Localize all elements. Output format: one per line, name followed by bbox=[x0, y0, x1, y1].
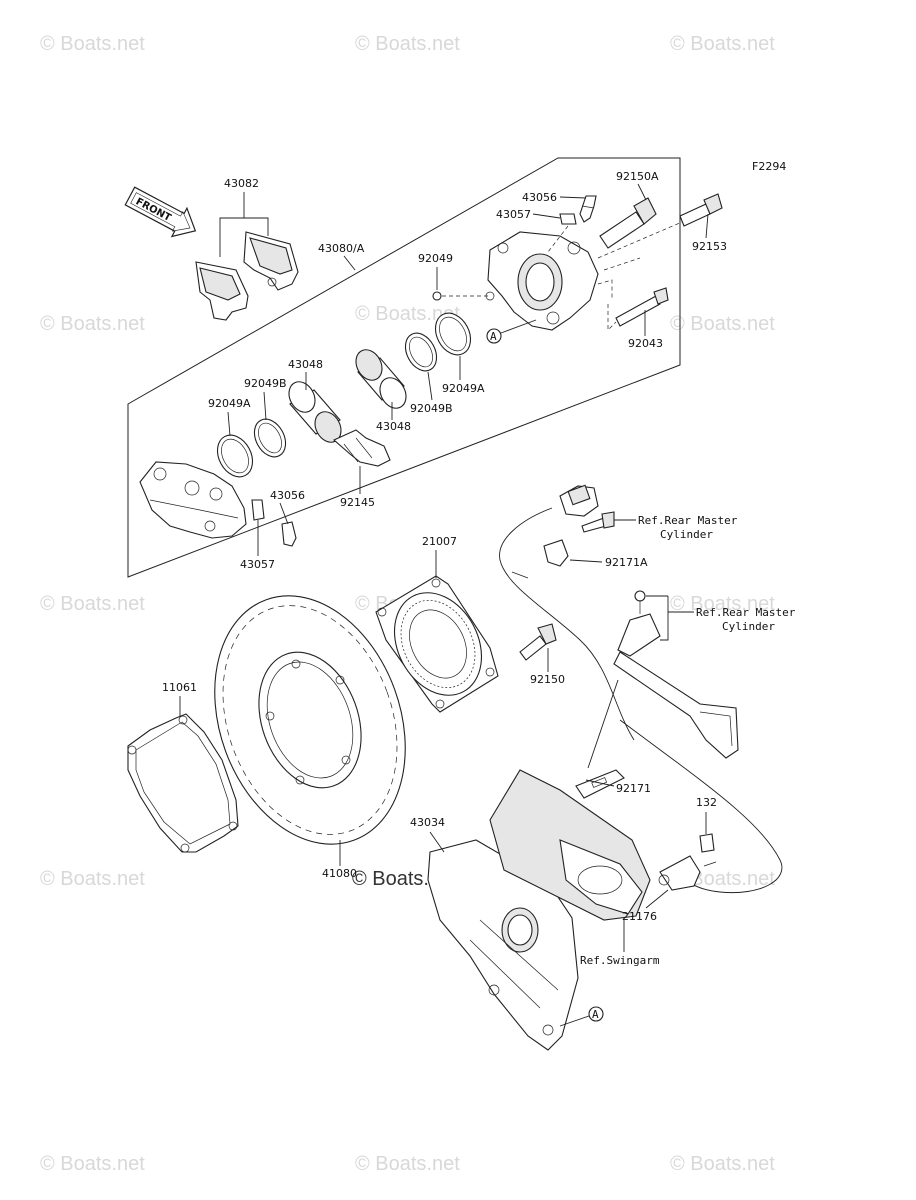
gasket-11061 bbox=[127, 713, 239, 853]
clamp-92171A bbox=[543, 539, 569, 567]
brake-pads bbox=[195, 231, 299, 321]
label-43056-top: 43056 bbox=[522, 191, 557, 204]
ref-rear-master-2a: Ref.Rear Master bbox=[696, 606, 796, 619]
bolt-132 bbox=[699, 833, 715, 853]
pad-spring-92145 bbox=[332, 429, 391, 467]
bolt-92150A bbox=[599, 197, 657, 249]
watermark: © Boats.net bbox=[40, 33, 145, 55]
label-92150: 92150 bbox=[530, 673, 565, 686]
seal-92049B-upper bbox=[404, 332, 438, 372]
label-92049B-lower: 92049B bbox=[244, 377, 287, 390]
pin-92043 bbox=[615, 287, 669, 327]
label-92049: 92049 bbox=[418, 252, 453, 265]
label-43057-bottom: 43057 bbox=[240, 558, 275, 571]
watermark: © Boats.net bbox=[355, 303, 460, 325]
label-92049B-upper: 92049B bbox=[410, 402, 453, 415]
piston-43048-lower bbox=[288, 381, 342, 443]
figure-code: F2294 bbox=[752, 160, 786, 173]
ref-rear-master-1b: Cylinder bbox=[660, 528, 713, 541]
caliper-assembly-outline bbox=[127, 157, 681, 578]
brake-pedal bbox=[613, 590, 739, 759]
bleeder-valve-bottom bbox=[251, 499, 297, 547]
ref-rear-master-1a: Ref.Rear Master bbox=[638, 514, 738, 527]
seal-92049B-lower bbox=[253, 418, 287, 458]
bleeder-valve-top bbox=[559, 195, 597, 225]
piston-43048-upper bbox=[355, 349, 407, 409]
ref-swingarm: Ref.Swingarm bbox=[580, 954, 660, 967]
ref-marker-bottom bbox=[588, 1006, 604, 1022]
caliper-bracket-43034 bbox=[427, 839, 579, 1051]
label-132: 132 bbox=[696, 796, 717, 809]
label-43082: 43082 bbox=[224, 177, 259, 190]
label-41080: 41080 bbox=[322, 867, 357, 880]
ref-marker-top bbox=[486, 328, 502, 344]
label-92043: 92043 bbox=[628, 337, 663, 350]
watermark: © Boats.net bbox=[40, 1153, 145, 1175]
swingarm bbox=[489, 769, 651, 921]
label-21007: 21007 bbox=[422, 535, 457, 548]
label-43034: 43034 bbox=[410, 816, 445, 829]
bolt-ref-master-1 bbox=[581, 511, 615, 533]
bolt-92153 bbox=[679, 193, 723, 227]
caliper-bracket bbox=[485, 231, 599, 331]
label-92150A: 92150A bbox=[616, 170, 659, 183]
label-92171: 92171 bbox=[616, 782, 651, 795]
watermark: © Boats.net bbox=[40, 868, 145, 890]
clamp-92171 bbox=[575, 769, 625, 799]
brake-disc-41080 bbox=[214, 595, 406, 845]
front-arrow-icon: FRONT bbox=[124, 186, 197, 238]
label-92049A-upper: 92049A bbox=[442, 382, 485, 395]
sensor-cable bbox=[499, 484, 783, 894]
speed-sensor-21176 bbox=[658, 855, 701, 891]
watermark: © Boats.net bbox=[40, 313, 145, 335]
label-43048-upper: 43048 bbox=[288, 358, 323, 371]
watermark: © Boats.net bbox=[355, 1153, 460, 1175]
label-21176: 21176 bbox=[622, 910, 657, 923]
watermark: © Boats.net bbox=[670, 1153, 775, 1175]
label-92153: 92153 bbox=[692, 240, 727, 253]
label-43048-lower: 43048 bbox=[376, 420, 411, 433]
ref-rear-master-2b: Cylinder bbox=[722, 620, 775, 633]
label-92171A: 92171A bbox=[605, 556, 648, 569]
watermark: © Boats.net bbox=[670, 313, 775, 335]
watermark: © Boats.net bbox=[355, 33, 460, 55]
watermark: © Boats.net bbox=[40, 593, 145, 615]
label-43080A: 43080/A bbox=[318, 242, 365, 255]
ref-marker-bottom-label: A bbox=[592, 1008, 599, 1021]
seal-92049A-upper bbox=[434, 312, 472, 356]
watermark: © Boats.net bbox=[670, 593, 775, 615]
label-92049A-lower: 92049A bbox=[208, 397, 251, 410]
seal-92049A-lower bbox=[216, 434, 254, 478]
caliper-body bbox=[139, 461, 247, 539]
watermark: © Boats.net bbox=[670, 33, 775, 55]
bolt-92150 bbox=[519, 623, 557, 661]
label-43056-bottom: 43056 bbox=[270, 489, 305, 502]
label-11061: 11061 bbox=[162, 681, 197, 694]
sensor-rotor-21007 bbox=[375, 575, 499, 713]
label-43057-top: 43057 bbox=[496, 208, 531, 221]
label-92145: 92145 bbox=[340, 496, 375, 509]
ref-marker-top-label: A bbox=[490, 330, 497, 343]
seal-92049 bbox=[432, 291, 442, 301]
